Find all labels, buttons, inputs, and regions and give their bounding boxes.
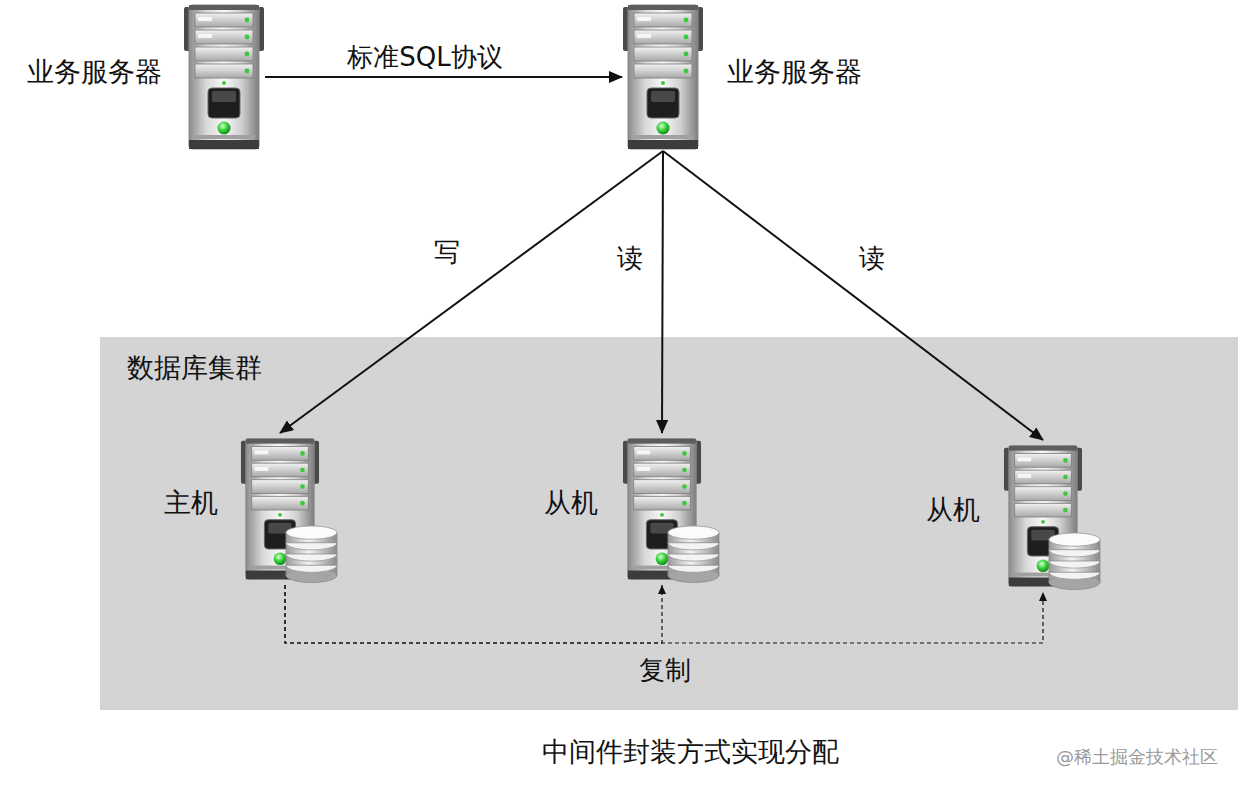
server-illustration bbox=[1003, 440, 1101, 592]
group-title: 数据库集群 bbox=[127, 352, 262, 384]
request-arrow bbox=[662, 151, 663, 433]
edge-label: 写 bbox=[434, 236, 460, 268]
server-node: 业务服务器 bbox=[622, 3, 704, 151]
edge-label: 读 bbox=[859, 242, 885, 274]
server-illustration bbox=[622, 433, 720, 585]
watermark: @稀土掘金技术社区 bbox=[1056, 741, 1218, 773]
database-icon bbox=[1049, 533, 1100, 590]
database-icon bbox=[286, 526, 337, 583]
server-illustration bbox=[622, 3, 704, 151]
database-icon bbox=[668, 526, 719, 583]
server-illustration bbox=[240, 433, 338, 585]
server-node: 主机 bbox=[240, 433, 338, 585]
server-label: 业务服务器 bbox=[727, 56, 862, 88]
request-arrow bbox=[280, 151, 663, 433]
server-label: 从机 bbox=[544, 487, 598, 519]
replication-arrow bbox=[285, 585, 662, 643]
server-icon bbox=[623, 5, 703, 149]
server-label: 从机 bbox=[926, 494, 980, 526]
server-node: 从机 bbox=[622, 433, 720, 585]
server-illustration bbox=[183, 3, 265, 151]
edge-group bbox=[265, 77, 1043, 643]
caption: 中间件封装方式实现分配 bbox=[542, 736, 839, 768]
edge-label: 复制 bbox=[639, 654, 691, 686]
edge-label: 读 bbox=[617, 242, 643, 274]
cluster-band: 数据库集群主机从机从机 bbox=[100, 337, 1238, 710]
server-node: 从机 bbox=[1003, 440, 1101, 592]
server-label: 业务服务器 bbox=[27, 56, 162, 88]
server-label: 主机 bbox=[164, 487, 218, 519]
server-node: 业务服务器 bbox=[183, 3, 265, 151]
edge-label: 标准SQL协议 bbox=[347, 41, 502, 73]
server-icon bbox=[184, 5, 264, 149]
replication-arrow bbox=[285, 585, 1043, 643]
request-arrow bbox=[663, 151, 1043, 440]
request-arrow bbox=[265, 76, 622, 78]
